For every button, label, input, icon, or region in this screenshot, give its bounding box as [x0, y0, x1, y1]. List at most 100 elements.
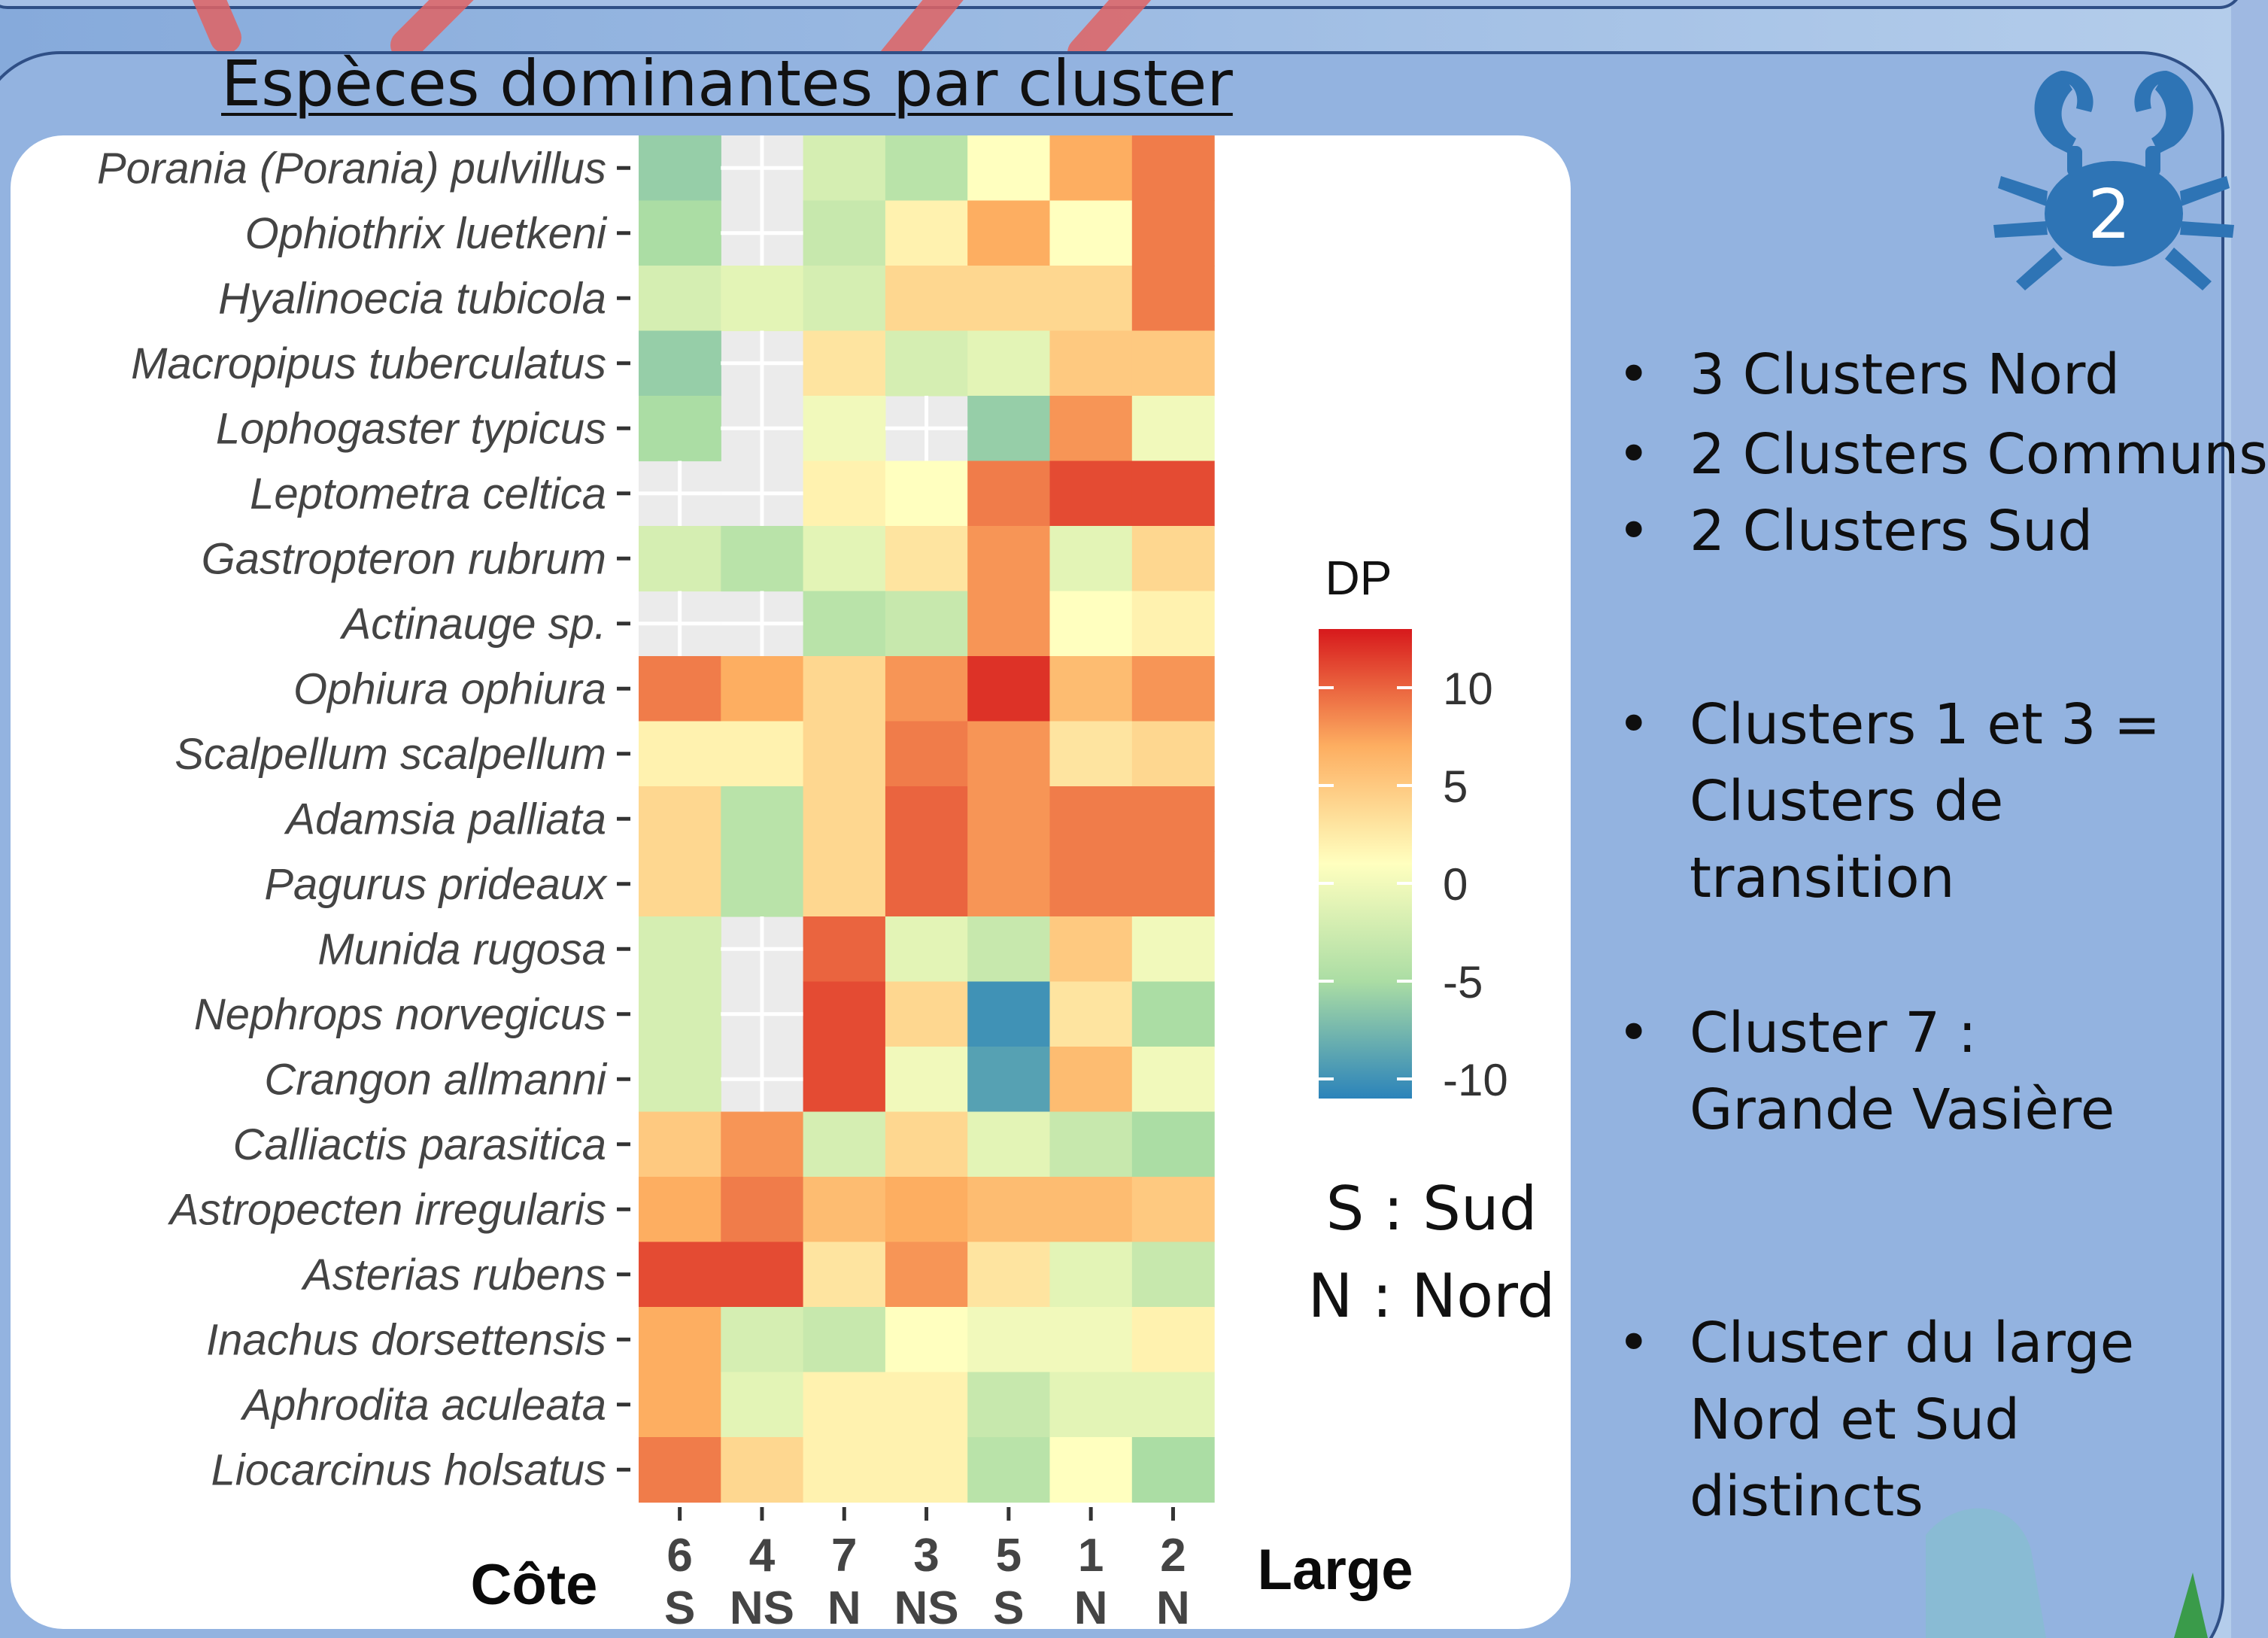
heatmap-cell: [1131, 1307, 1215, 1373]
heatmap-cell: [1049, 460, 1133, 527]
heatmap-cell: [803, 851, 886, 917]
bullet-line: Cluster 7 :: [1690, 1001, 1977, 1065]
legend-tick-label: -5: [1443, 957, 1483, 1007]
heatmap-cell: [639, 330, 721, 397]
heatmap-cell: [721, 1307, 804, 1373]
x-tick-label-cluster: 3: [913, 1530, 939, 1582]
x-tick-label-zone: N: [1074, 1582, 1108, 1634]
heatmap-cell: [967, 851, 1051, 917]
heatmap-cell: [803, 721, 886, 787]
heatmap-cell: [1049, 591, 1133, 657]
heatmap-cell: [1049, 200, 1133, 266]
heatmap-cell: [1131, 330, 1215, 397]
heatmap-cell: [1131, 981, 1215, 1047]
x-tick-label-cluster: 2: [1160, 1530, 1186, 1582]
heatmap-cell: [885, 916, 968, 983]
heatmap-cell: [721, 656, 804, 722]
heatmap-cell: [803, 786, 886, 852]
heatmap-cell: [885, 1372, 968, 1438]
x-tick-label-cluster: 5: [996, 1530, 1022, 1582]
heatmap-cell: [967, 396, 1051, 462]
heatmap-cell: [885, 1241, 968, 1308]
x-tick-label-cluster: 7: [831, 1530, 857, 1582]
legend-tick-label: -10: [1443, 1055, 1508, 1105]
heatmap-cell: [803, 1241, 886, 1308]
heatmap-cell: [1131, 1241, 1215, 1308]
heatmap-cell: [721, 1111, 804, 1178]
y-tick-label: Astropecten irregularis: [168, 1185, 606, 1234]
heatmap-cell: [885, 721, 968, 787]
heatmap-cell: [967, 1047, 1051, 1113]
heatmap-missing-grid: [639, 135, 968, 1112]
heatmap-cell: [721, 1372, 804, 1438]
y-tick-label: Pagurus prideaux: [264, 860, 608, 909]
heatmap-cell: [1131, 526, 1215, 592]
y-tick-label: Adamsia palliata: [284, 795, 606, 843]
heatmap-cell: [885, 591, 968, 657]
heatmap-cell: [1049, 786, 1133, 852]
heatmap-cell: [885, 526, 968, 592]
heatmap-cell: [803, 1307, 886, 1373]
axis-end-right-label: Large: [1258, 1538, 1413, 1602]
x-tick-label-zone: NS: [730, 1582, 794, 1634]
heatmap-cell: [639, 135, 721, 202]
x-tick-label-zone: NS: [894, 1582, 958, 1634]
heatmap-cell: [967, 526, 1051, 592]
heatmap-cell: [967, 200, 1051, 266]
heatmap-cell: [967, 981, 1051, 1047]
heatmap-cell: [639, 396, 721, 462]
heatmap-cell: [1131, 396, 1215, 462]
heatmap-cell: [967, 786, 1051, 852]
heatmap-cell: [1049, 526, 1133, 592]
y-tick-label: Macropipus tuberculatus: [131, 339, 606, 388]
legend-tick-label: 10: [1443, 664, 1493, 714]
heatmap-cell: [639, 1372, 721, 1438]
bullet-line: Grande Vasière: [1690, 1077, 2115, 1142]
heatmap-cell: [803, 916, 886, 983]
heatmap-cell: [885, 200, 968, 266]
heatmap-cell: [885, 330, 968, 397]
bullet-line: distincts: [1690, 1464, 1923, 1529]
heatmap-cell: [1131, 1047, 1215, 1113]
heatmap-cell: [1131, 851, 1215, 917]
heatmap-cell: [967, 591, 1051, 657]
x-tick-label-cluster: 1: [1078, 1530, 1104, 1582]
heatmap-cell: [1049, 1372, 1133, 1438]
y-tick-label: Gastropteron rubrum: [202, 534, 606, 583]
heatmap-cell: [803, 526, 886, 592]
bullet-line: transition: [1690, 846, 1955, 910]
heatmap-cell: [885, 1111, 968, 1178]
crab-icon: 2: [1993, 71, 2234, 290]
heatmap-cell: [639, 1047, 721, 1113]
bullet-dot: •: [1617, 692, 1650, 757]
heatmap-cell: [639, 981, 721, 1047]
heatmap-cell: [639, 851, 721, 917]
x-tick-label-cluster: 6: [666, 1530, 692, 1582]
heatmap-cell: [803, 981, 886, 1047]
heatmap-cell: [1049, 656, 1133, 722]
heatmap-cell: [1049, 916, 1133, 983]
legend-colorbar: [1319, 629, 1412, 1099]
heatmap-cell: [639, 1241, 721, 1308]
heatmap-cell: [803, 135, 886, 202]
axis-end-left-label: Côte: [471, 1553, 598, 1617]
heatmap-cell: [967, 916, 1051, 983]
heatmap-cell: [885, 135, 968, 202]
y-tick-label: Lophogaster typicus: [216, 404, 606, 453]
heatmap-cell: [639, 266, 721, 332]
heatmap-cell: [803, 460, 886, 527]
y-tick-label: Asterias rubens: [301, 1251, 606, 1299]
heatmap-cell: [967, 1111, 1051, 1178]
y-tick-label: Scalpellum scalpellum: [175, 730, 606, 779]
heatmap-cell: [721, 1177, 804, 1243]
heatmap-cell: [1049, 851, 1133, 917]
bullet-line: 2 Clusters Communs: [1690, 422, 2268, 487]
heatmap-cell: [1049, 1177, 1133, 1243]
heatmap-cell: [1049, 330, 1133, 397]
annotation-nord: N : Nord: [1308, 1261, 1556, 1331]
heatmap-cell: [1131, 721, 1215, 787]
y-tick-label: Liocarcinus holsatus: [211, 1445, 606, 1494]
heatmap-cell: [1131, 786, 1215, 852]
